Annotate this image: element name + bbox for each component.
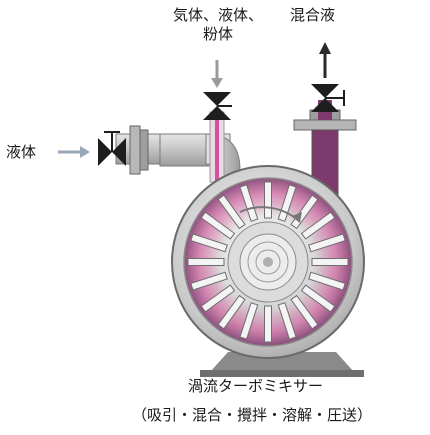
outlet-arrow xyxy=(319,42,331,78)
impeller xyxy=(187,181,349,343)
impeller-blade xyxy=(200,211,236,240)
impeller-blade xyxy=(290,294,319,330)
impeller-blade xyxy=(311,258,349,266)
impeller-blade xyxy=(300,284,336,313)
impeller-blade xyxy=(200,284,236,313)
valve-left xyxy=(98,131,126,166)
top-inlet-arrow xyxy=(211,60,223,88)
caption-subtitle: （吸引・混合・攪拌・溶解・圧送） xyxy=(132,406,373,424)
left-inlet-label: 液体 xyxy=(6,143,37,161)
impeller-blade xyxy=(190,271,228,291)
left-inlet-arrow xyxy=(58,146,90,158)
impeller-blade xyxy=(190,233,228,253)
impeller-blade xyxy=(239,302,259,340)
impeller-blade xyxy=(300,211,336,240)
valve-outlet xyxy=(311,84,345,112)
top-inlet-pipe xyxy=(209,111,225,192)
top-inlet-label-line1: 気体、液体、 xyxy=(172,6,263,24)
impeller-blade xyxy=(264,181,272,219)
impeller-blade xyxy=(264,305,272,343)
top-inlet-label-line2: 粉体 xyxy=(202,25,233,43)
pump-base xyxy=(200,352,364,377)
impeller-blade xyxy=(217,194,246,230)
outlet-label: 混合液 xyxy=(290,6,336,24)
impeller-blade xyxy=(308,271,346,291)
impeller-blade xyxy=(308,233,346,253)
rotation-arrow xyxy=(239,206,302,223)
impeller-blade xyxy=(277,184,297,222)
impeller-blade xyxy=(239,184,259,222)
valve-top xyxy=(203,92,232,120)
impeller-hub xyxy=(227,221,309,303)
impeller-blade xyxy=(187,258,225,266)
caption-title: 渦流ターボミキサー xyxy=(188,377,324,395)
impeller-blade xyxy=(217,294,246,330)
top-inlet-label: 気体、液体、 粉体 xyxy=(162,6,274,44)
impeller-blade xyxy=(277,302,297,340)
